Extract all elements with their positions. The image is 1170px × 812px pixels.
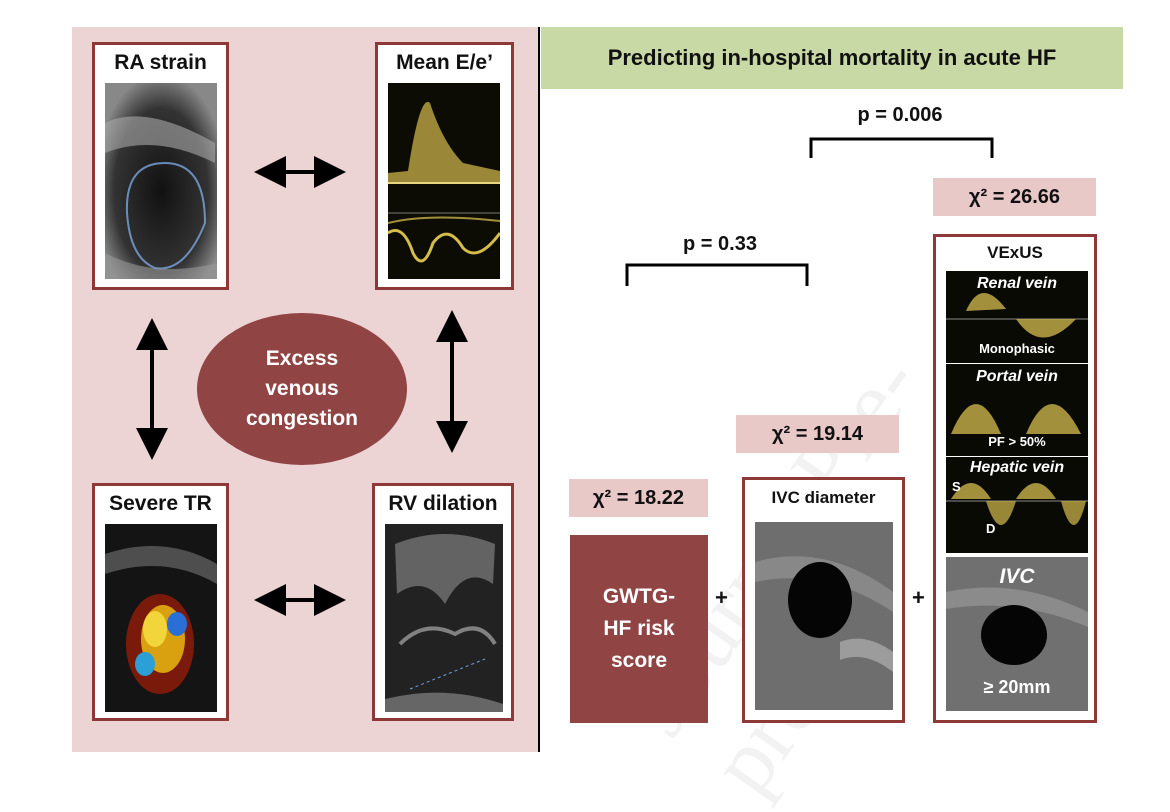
portal-vein-doppler-image: Portal vein PF > 50%: [946, 364, 1088, 456]
severe-tr-frame: Severe TR: [92, 483, 229, 721]
hepatic-vein-label: Hepatic vein: [969, 459, 1065, 476]
monophasic-label: Monophasic: [979, 341, 1055, 356]
ra-strain-frame: RA strain: [92, 42, 229, 290]
mean-ee-frame: Mean E/e’: [375, 42, 514, 290]
center-line-3: congestion: [245, 407, 358, 430]
ivc-threshold-label: ≥ 20mm: [983, 677, 1051, 697]
p-value-brackets: [625, 137, 994, 286]
diastolic-wave-label: D: [986, 521, 996, 536]
portal-vein-label: Portal vein: [976, 368, 1058, 385]
excess-venous-congestion-oval: Excess venous congestion: [197, 313, 407, 465]
left-arrows: [136, 156, 468, 616]
ra-strain-echo-image: [105, 83, 217, 279]
gwtg-line-2: HF risk: [603, 617, 675, 640]
vexus-ivc-label: IVC: [999, 565, 1035, 588]
renal-vein-doppler-image: Renal vein Monophasic: [946, 271, 1088, 363]
right-header: Predicting in-hospital mortality in acut…: [541, 27, 1123, 89]
ivc-diameter-title: IVC diameter: [771, 488, 876, 507]
gwtg-line-3: score: [610, 649, 668, 672]
mean-ee-doppler-image: [388, 83, 500, 279]
rv-dilation-echo-image: [385, 524, 503, 712]
systolic-wave-label: S: [952, 479, 961, 494]
plus-sign-2: +: [912, 585, 925, 610]
mean-ee-title: Mean E/e’: [396, 51, 493, 74]
rv-dilation-frame: RV dilation: [372, 483, 514, 721]
vexus-frame: VExUS Renal vein Monophasic Portal vein …: [933, 234, 1097, 723]
vexus-title: VExUS: [987, 243, 1043, 262]
ivc-diameter-frame: IVC diameter: [742, 477, 905, 723]
panel-divider: [538, 27, 540, 752]
ivc-diameter-ultrasound-image: [755, 522, 893, 710]
gwtg-line-1: GWTG-: [602, 585, 676, 608]
chi-square-ivc: χ² = 19.14: [736, 415, 899, 453]
p-value-top: p = 0.006: [857, 104, 943, 126]
plus-sign-1: +: [715, 585, 728, 610]
gwtg-hf-risk-score-box: GWTG- HF risk score: [570, 535, 708, 723]
chi-square-gwtg: χ² = 18.22: [569, 479, 708, 517]
ra-strain-title: RA strain: [114, 51, 207, 74]
p-value-middle: p = 0.33: [683, 233, 757, 255]
severe-tr-title: Severe TR: [109, 492, 212, 515]
rv-dilation-title: RV dilation: [388, 492, 498, 515]
renal-vein-label: Renal vein: [976, 275, 1058, 292]
pulsatility-fraction-label: PF > 50%: [988, 434, 1046, 449]
severe-tr-color-doppler-image: [105, 524, 217, 712]
vexus-ivc-ultrasound-image: IVC ≥ 20mm: [946, 557, 1088, 711]
hepatic-vein-doppler-image: Hepatic vein S D: [946, 457, 1088, 553]
chi-square-vexus: χ² = 26.66: [933, 178, 1096, 216]
center-line-2: venous: [265, 377, 339, 400]
center-line-1: Excess: [265, 347, 339, 370]
